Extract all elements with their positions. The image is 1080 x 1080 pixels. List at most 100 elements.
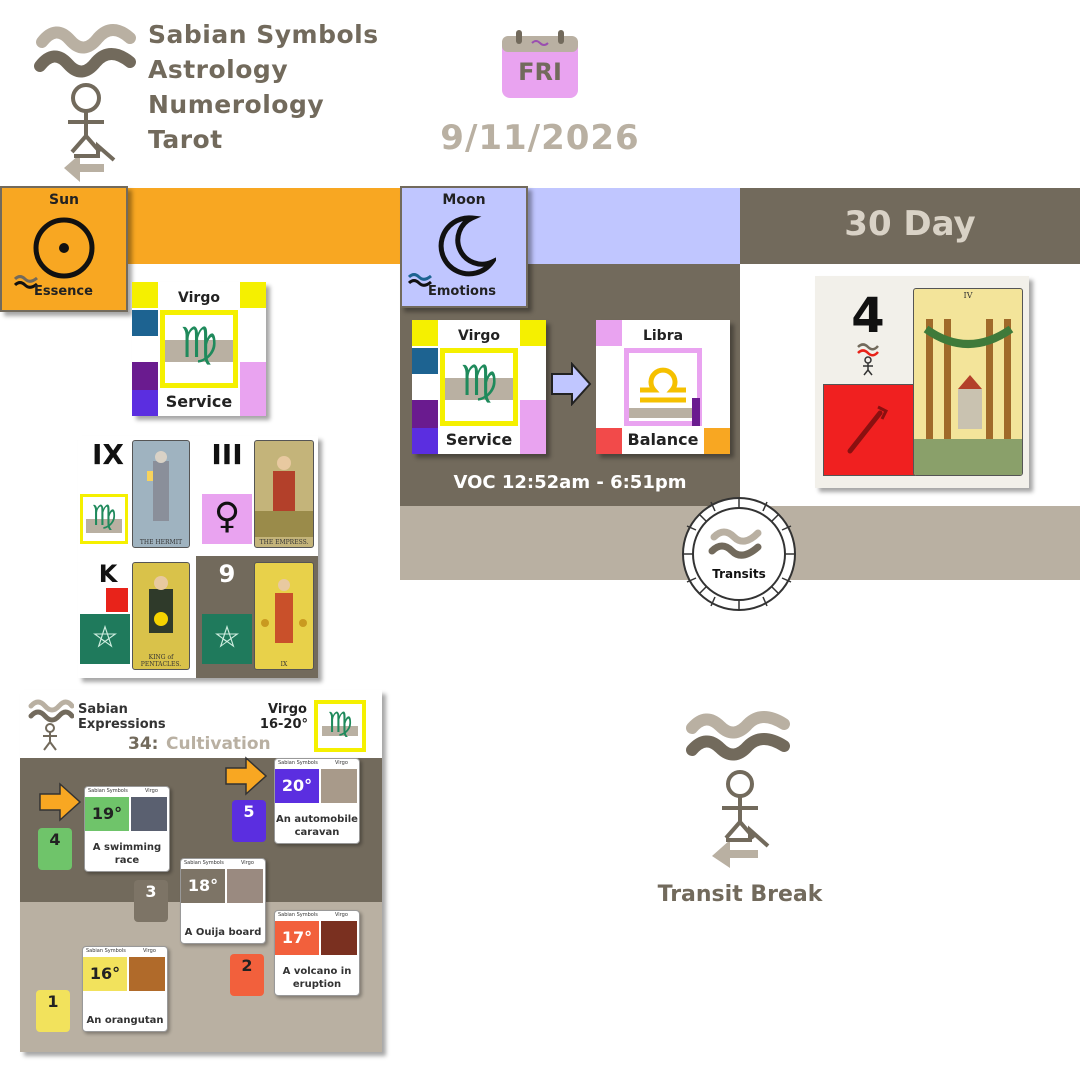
sabian-mark-icon [408,273,432,287]
tarot-card-four-wands[interactable]: IV [913,288,1023,476]
degree-card-18[interactable]: Sabian Symbols Virgo 18° A Ouija board [180,858,266,944]
symbol-image [321,921,357,955]
brand-line-1: Sabian Symbols [148,20,379,49]
libra-glyph-icon [640,367,686,403]
moon-to-card[interactable]: Libra Balance [596,320,730,454]
sabian-title-2: Expressions [78,717,166,732]
brand-line-3: Numerology [148,90,325,119]
moon-to-sign: Libra [642,328,684,344]
sabian-expressions-panel: Sabian Expressions 34: Cultivation Virgo… [20,690,382,1052]
moon-from-sign: Virgo [458,328,500,344]
sabian-theme-word: Cultivation [166,734,271,754]
degree-phrase: An orangutan [86,1015,164,1026]
number-badge-2: 2 [230,954,264,996]
tarot-numeral-2: III [211,438,243,471]
symbol-image [131,797,167,831]
sun-tarot-grid: IX ♍ THE HERMIT III ♀ THE EMPRESS. K ⛤ K… [78,436,318,678]
pentacle-icon: ⛤ [93,620,117,655]
sun-keyword-label: Service [165,392,233,411]
sabian-title-1: Sabian [78,702,128,717]
wand-badge [823,384,915,476]
tarot-card-empress[interactable]: THE EMPRESS. [254,440,314,548]
degree-label: 16° [83,957,127,991]
number-badge-4: 4 [38,828,72,870]
tarot-card-hermit[interactable]: THE HERMIT [132,440,190,548]
date-label: 9/11/2026 [440,118,640,158]
sabian-virgo-badge: ♍ [314,700,366,752]
sabian-theme-number: 34: [128,734,159,754]
degree-card-16[interactable]: Sabian Symbols Virgo 16° An orangutan [82,946,168,1032]
tarot-card-nine-pentacles[interactable]: IX [254,562,314,670]
thirty-day-number: 4 [851,288,885,344]
tarot-numeral-3: K [98,560,118,588]
pentacle-badge-2: ⛤ [202,614,252,664]
transits-wheel-icon [682,497,796,611]
brand-line-2: Astrology [148,55,289,84]
number-badge-3: 3 [134,880,168,922]
sun-tile[interactable]: Sun Essence [0,186,128,312]
tarot-card-king-pentacles[interactable]: KING of PENTACLES. [132,562,190,670]
arrow-right-icon [225,756,268,796]
degree-phrase: A Ouija board [184,927,262,938]
arrow-right-icon [551,362,592,406]
sabian-logo-icon [686,711,790,868]
virgo-glyph-icon: ♍ [460,356,498,405]
venus-badge: ♀ [202,494,252,544]
tarot-name-1: THE HERMIT [139,539,183,546]
sun-glyph-icon [33,217,95,279]
symbol-image [321,769,357,803]
degree-card-19[interactable]: Sabian Symbols Virgo 19° A swimming race [84,786,170,872]
moon-subtitle: Emotions [428,284,496,299]
arrow-right-icon [39,782,82,822]
tarot-name-3: KING of PENTACLES. [140,654,182,668]
number-badge-5: 5 [232,800,266,842]
number-badge-1: 1 [36,990,70,1032]
sabian-sign-2: 16-20° [259,717,308,732]
thirty-day-title: 30 Day [844,204,976,244]
degree-phrase: An automobile caravan [276,814,358,838]
tarot-name-4: IX [280,661,288,668]
sabian-logo-small-icon [28,699,74,751]
moon-tile[interactable]: Moon Emotions [400,186,528,308]
brand-logo [34,18,144,188]
voc-label: VOC 12:52am - 6:51pm [453,472,687,493]
weekday-label: FRI [518,58,562,86]
venus-glyph-icon: ♀ [213,496,241,537]
tarot-numeral-1: IX [91,438,124,471]
sabian-sign-1: Virgo [268,702,307,717]
sun-subtitle: Essence [34,284,93,299]
degree-phrase: A volcano in eruption [282,966,352,990]
pentacle-icon: ⛤ [215,620,239,655]
sun-sign-card[interactable]: ♍ Virgo Service [132,282,266,416]
tarot-numeral-iv: IV [963,291,973,300]
moon-from-keyword: Service [445,430,513,449]
thirty-day-card[interactable]: 4 IV [815,276,1029,488]
virgo-glyph-icon: ♍ [180,318,218,367]
symbol-image [129,957,165,991]
moon-glyph-icon [438,215,496,277]
degree-label: 18° [181,869,225,903]
transit-break-logo [684,706,796,872]
symbol-image [227,869,263,903]
transits-label: Transits [712,567,766,581]
tarot-numeral-4: 9 [218,560,236,588]
virgo-badge: ♍ [80,494,128,544]
degree-label: 17° [275,921,319,955]
brand-line-4: Tarot [148,125,223,154]
moon-to-keyword: Balance [627,430,699,449]
tarot-name-2: THE EMPRESS. [259,539,309,546]
degree-phrase: A swimming race [92,842,162,866]
wand-icon [847,405,889,454]
sabian-mark-icon [14,275,38,289]
moon-title: Moon [442,192,486,208]
transit-break-label: Transit Break [657,882,823,907]
thirty-day-band [740,188,1080,264]
numerology-mark-icon [857,343,879,376]
pentacle-badge-1: ⛤ [80,614,130,664]
moon-from-card[interactable]: ♍ Virgo Service [412,320,546,454]
degree-card-20[interactable]: Sabian Symbols Virgo 20° An automobile c… [274,758,360,844]
sun-sign-label: Virgo [178,290,220,306]
transits-button[interactable]: Transits [680,495,798,613]
calendar-icon: FRI [500,28,580,100]
degree-card-17[interactable]: Sabian Symbols Virgo 17° A volcano in er… [274,910,360,996]
